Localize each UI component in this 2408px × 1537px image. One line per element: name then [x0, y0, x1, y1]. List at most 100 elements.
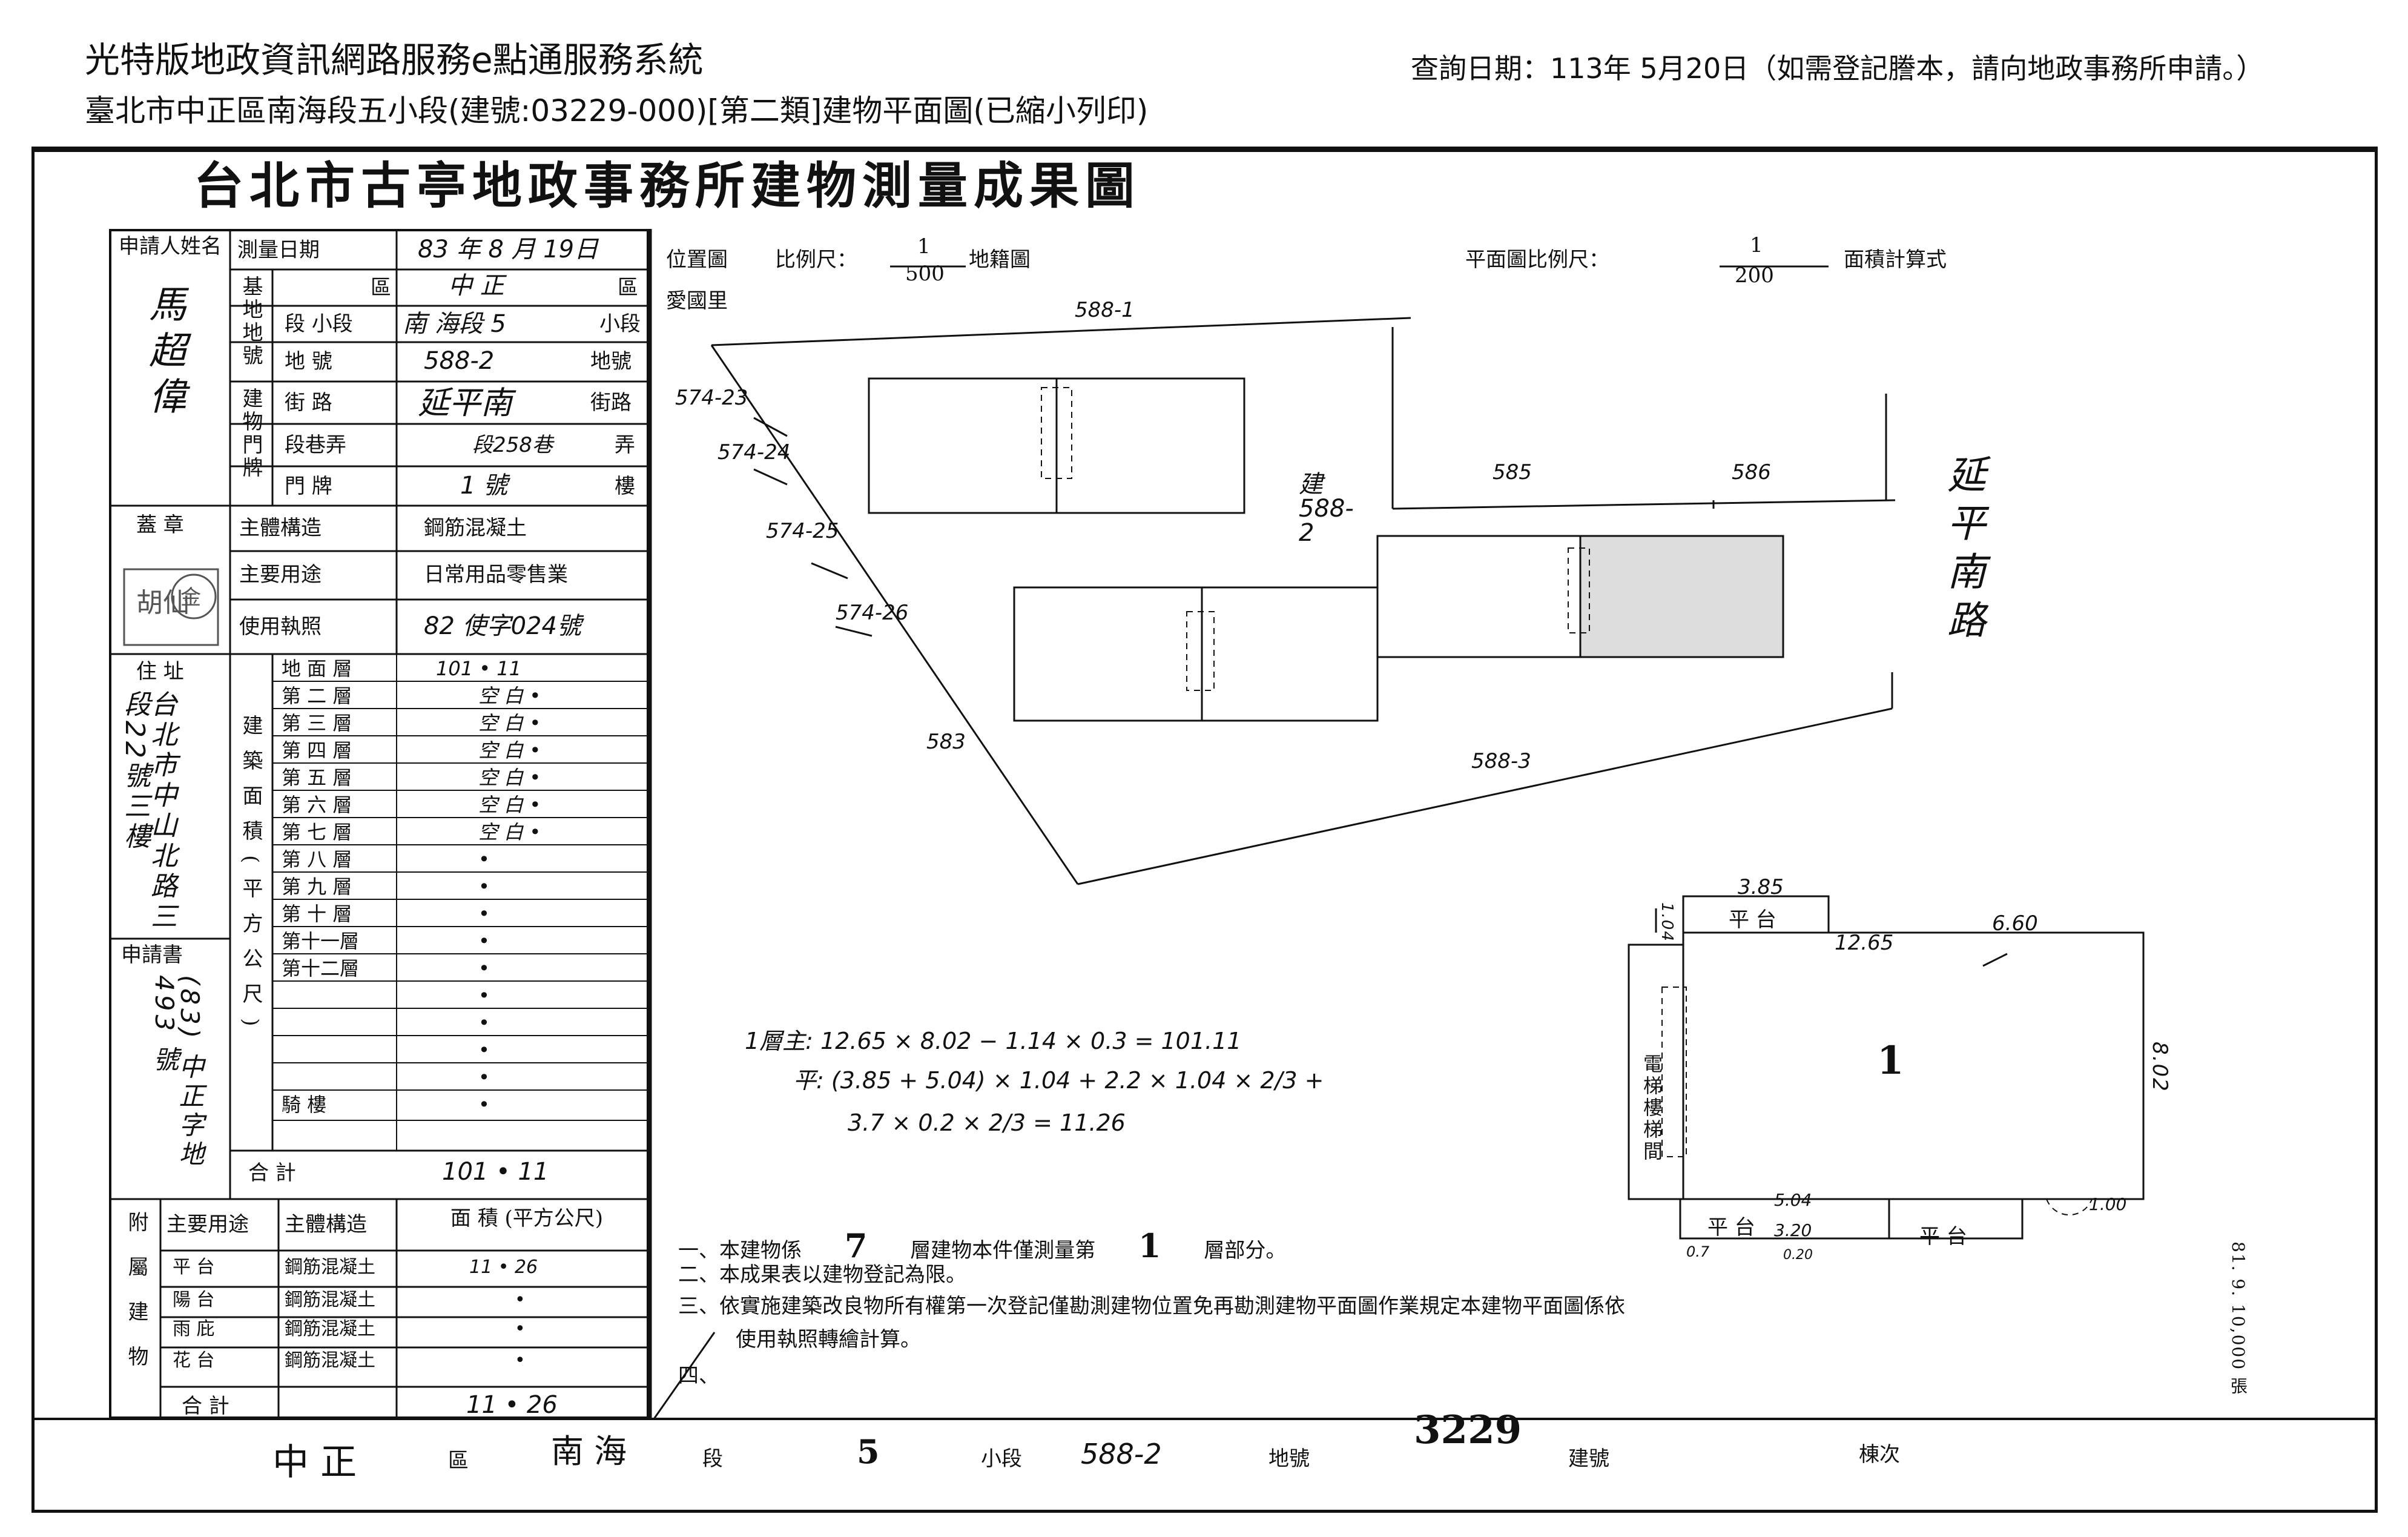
- note-1: 一、本建物係 7 層建物本件僅測量第 1 層部分。: [678, 1229, 1286, 1262]
- footer-subsection: 5: [857, 1432, 880, 1471]
- dim-504: 5.04: [1774, 1190, 1812, 1210]
- no-label: 門 牌: [285, 474, 332, 498]
- structure-value: 鋼筋混凝土: [424, 516, 527, 540]
- seal-stamp: [123, 568, 219, 646]
- annex-struct: 鋼筋混凝土: [285, 1289, 375, 1311]
- seal-label: 蓋 章: [136, 513, 184, 537]
- note-3: 三、依實施建築改良物所有權第一次登記僅勘測建物位置免再勘測建物平面圖作業規定本建…: [678, 1294, 1625, 1318]
- lot-574-25: 574-25: [766, 519, 839, 543]
- note-4: 四、: [678, 1364, 719, 1388]
- lot-label: 地 號: [285, 349, 332, 374]
- calc-line-1: 1層主: 12.65 × 8.02 − 1.14 × 0.3 = 101.11: [745, 1028, 1242, 1054]
- floor-area-value: 空 白 •: [478, 766, 541, 789]
- footer-subsection-suffix: 小段: [981, 1447, 1022, 1471]
- annex-struct: 鋼筋混凝土: [285, 1318, 375, 1340]
- applicant-name: 馬超偉: [142, 285, 186, 423]
- lane-suffix: 弄: [615, 433, 635, 457]
- no-suffix: 樓: [615, 474, 635, 498]
- app-no-label: 申請書: [121, 943, 183, 967]
- calc-label: 面積計算式: [1844, 248, 1947, 272]
- floor-name: 第十一層: [282, 930, 360, 953]
- lot-583: 583: [926, 730, 966, 754]
- floor-name: 第 十 層: [282, 902, 352, 925]
- dim-07: 0.7: [1686, 1243, 1710, 1260]
- note-1-total: 7: [844, 1226, 868, 1265]
- floor-area-value: 空 白 •: [478, 821, 541, 844]
- lane-label: 段巷弄: [285, 433, 346, 457]
- note-1b: 層建物本件僅測量第: [910, 1238, 1096, 1263]
- annex-use: 平 台: [173, 1257, 215, 1278]
- annex-use: 雨 庇: [173, 1318, 215, 1340]
- system-title: 光特版地政資訊網路服務e點通服務系統: [85, 39, 704, 81]
- dim-100: 1.00: [2089, 1194, 2127, 1214]
- annex-use: 花 台: [173, 1350, 215, 1371]
- permit-value: 82 使字024號: [424, 612, 581, 640]
- floor-area-value: •: [478, 1066, 490, 1089]
- total-label: 合 計: [248, 1161, 296, 1185]
- road-label: 延平南路: [1941, 454, 1985, 648]
- lot-574-24: 574-24: [717, 440, 791, 464]
- floor-name: 第 三 層: [282, 712, 352, 735]
- note-1a: 一、本建物係: [678, 1238, 802, 1263]
- note-1-floor: 1: [1138, 1226, 1161, 1265]
- floor-name: 第 四 層: [282, 739, 352, 762]
- svg-text:金: 金: [180, 586, 201, 610]
- plan-label: 平面圖比例尺：: [1465, 248, 1609, 272]
- floor-area-value: •: [478, 1011, 490, 1034]
- stair-label: 電梯樓梯間: [1640, 1054, 1663, 1163]
- floor-area-value: •: [478, 875, 490, 898]
- section-label: 段 小段: [285, 312, 353, 336]
- annex-area: •: [515, 1350, 526, 1371]
- note-3b: 使用執照轉繪計算。: [736, 1327, 921, 1352]
- lot-588-1: 588-1: [1075, 298, 1135, 322]
- floor-area-value: •: [478, 1093, 490, 1116]
- plan-den: 200: [1735, 263, 1774, 288]
- structure-label: 主體構造: [239, 516, 322, 540]
- floor-name: 第 二 層: [282, 684, 352, 707]
- annex-total-value: 11 • 26: [466, 1391, 558, 1419]
- footer-build-suffix: 建號: [1568, 1447, 1609, 1471]
- footer-bldg-suffix: 棟次: [1859, 1443, 1900, 1467]
- area-label: 建築面積(平方公尺): [239, 715, 263, 1041]
- floor-name: 第 七 層: [282, 821, 352, 844]
- dim-385: 3.85: [1738, 875, 1784, 899]
- floor-area-value: •: [478, 984, 490, 1007]
- permit-label: 使用執照: [239, 615, 322, 639]
- floor-name: 騎 樓: [282, 1093, 327, 1116]
- platform-right: 平 台: [1919, 1225, 1967, 1249]
- scale-num: 1: [917, 234, 931, 259]
- dim-802: 8.02: [2148, 1042, 2172, 1092]
- annex-label: 附屬建物: [124, 1211, 148, 1390]
- door-label: 建物門牌: [239, 388, 263, 480]
- lot-value: 588-2: [424, 347, 495, 375]
- dim-320: 3.20: [1774, 1220, 1812, 1240]
- annex-area: •: [515, 1289, 526, 1311]
- floor-area-value: 空 白 •: [478, 739, 541, 762]
- annex-total-label: 合 計: [182, 1394, 229, 1418]
- district-suffix: 區: [618, 276, 638, 300]
- floor-name: 地 面 層: [282, 657, 352, 680]
- section-value: 南 海段 5: [403, 310, 506, 338]
- annex-head-use: 主要用途: [167, 1212, 249, 1237]
- dim-660: 6.60: [1992, 911, 2038, 936]
- address-value: 台北市中山北路三段22號三樓: [119, 690, 177, 933]
- loc-label: 位置圖: [666, 248, 728, 272]
- dim-104-left: 1.04: [1658, 902, 1676, 942]
- footer-district-suffix: 區: [448, 1449, 469, 1473]
- footer-district: 中 正: [272, 1441, 357, 1484]
- lot-suffix: 地號: [590, 349, 632, 374]
- scale-label: 比例尺：: [775, 248, 857, 272]
- annex-head-area: 面 積 (平方公尺): [450, 1206, 604, 1231]
- footer-build-no: 3229: [1414, 1407, 1522, 1453]
- annex-use: 陽 台: [173, 1289, 215, 1311]
- use-label: 主要用途: [239, 563, 322, 587]
- footer-section: 南 海: [551, 1432, 627, 1470]
- base-label: 基地地號: [239, 276, 263, 368]
- footer-lot-suffix: 地號: [1268, 1447, 1310, 1471]
- floor-area-value: 空 白 •: [478, 684, 541, 707]
- floor-area-value: •: [478, 930, 490, 953]
- floor-area-value: 空 白 •: [478, 712, 541, 735]
